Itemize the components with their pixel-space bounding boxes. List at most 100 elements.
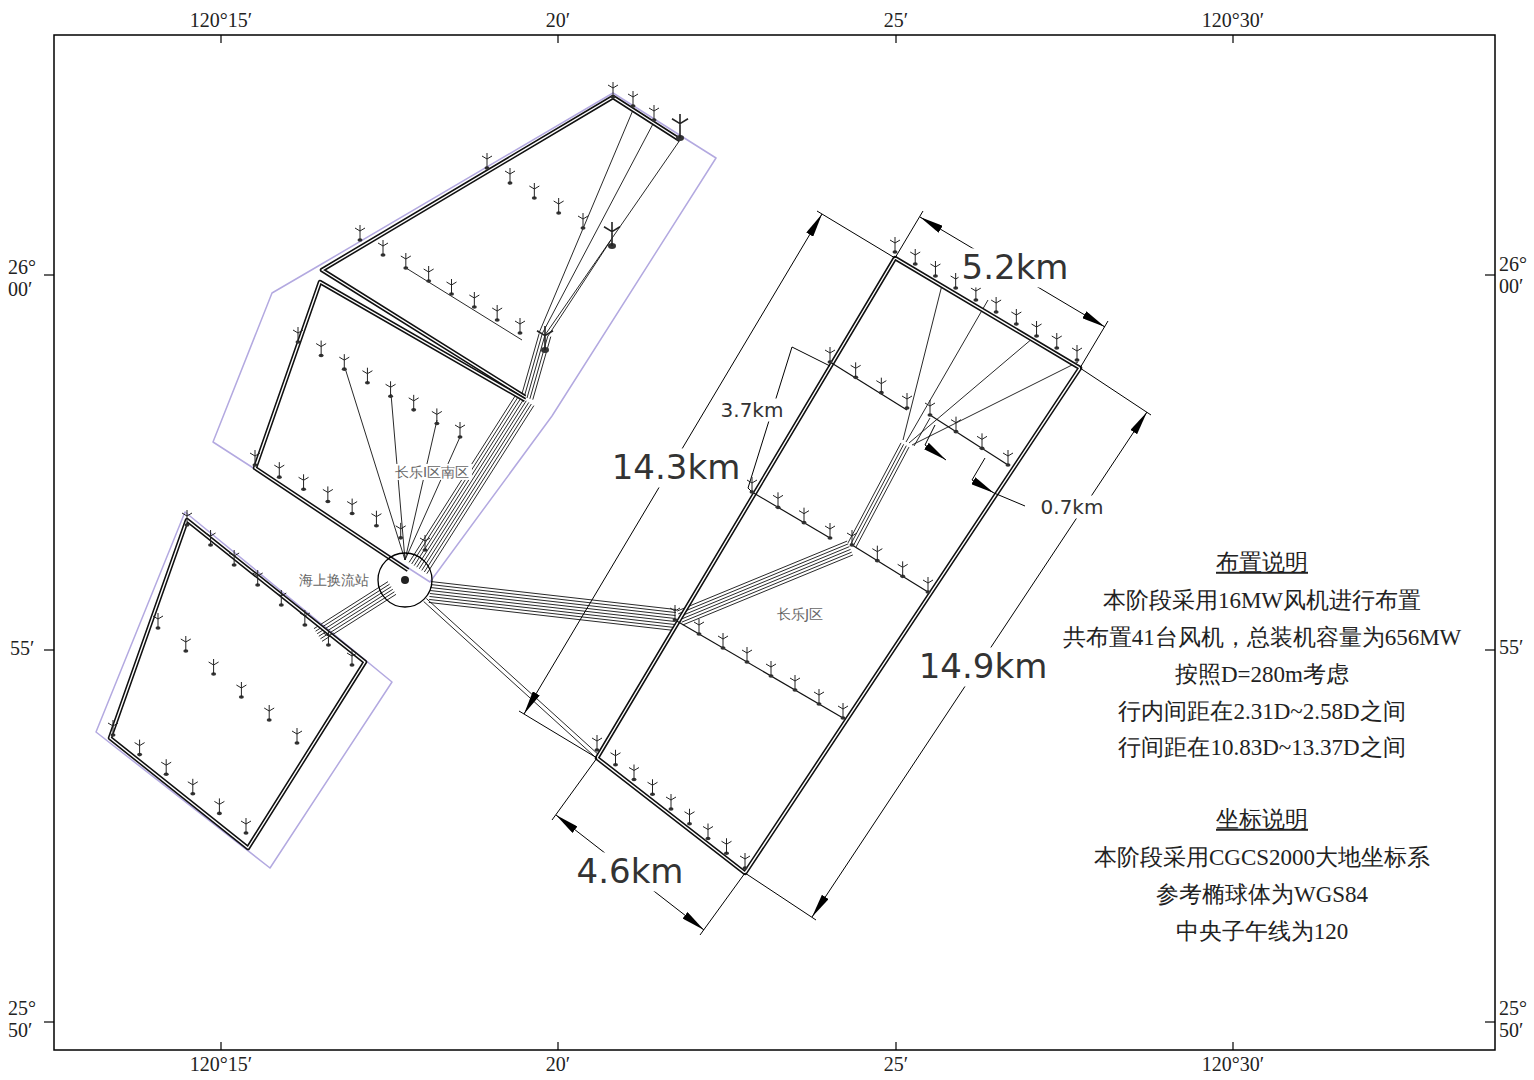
submarine-cable <box>906 300 988 442</box>
wind-turbine <box>482 153 492 170</box>
wind-turbine <box>293 327 303 344</box>
wind-turbine <box>825 523 835 540</box>
turbine-symbol <box>482 153 492 168</box>
turbine-symbol <box>951 417 961 432</box>
turbine-symbol <box>432 408 442 423</box>
wind-turbine <box>991 297 1001 314</box>
coordinate-label: 25′ <box>884 9 908 32</box>
wind-turbine <box>1003 450 1013 467</box>
graticule-tick <box>1485 274 1495 275</box>
extension-line <box>745 873 816 920</box>
submarine-cable <box>848 443 901 543</box>
wind-turbine <box>323 486 333 503</box>
note-text: 本阶段采用16MW风机进行布置 <box>1103 588 1421 614</box>
wind-turbine <box>628 91 638 108</box>
wind-turbine <box>264 705 274 722</box>
turbine-symbol <box>299 474 309 489</box>
wind-turbine <box>1072 345 1082 362</box>
turbine-symbol <box>554 198 564 213</box>
turbine-symbol <box>604 222 620 246</box>
station-name: 海上换流站 <box>297 572 371 589</box>
submarine-cable <box>431 585 676 613</box>
submarine-cable <box>319 589 393 636</box>
wind-turbine <box>378 240 388 257</box>
note-text: 中央子午线为120 <box>1176 919 1349 945</box>
wind-turbine <box>718 633 728 650</box>
turbine-row-line <box>830 362 907 410</box>
coordinate-label: 26° 00′ <box>8 256 42 300</box>
submarine-cable <box>424 601 596 757</box>
note-text: 按照D=280m考虑 <box>1175 662 1349 688</box>
turbine-symbol <box>378 240 388 255</box>
dimension-label: 14.3km <box>609 448 744 487</box>
turbine-symbol <box>1052 333 1062 348</box>
wind-turbine <box>898 561 908 578</box>
turbine-symbol <box>847 530 857 545</box>
note-text: 本阶段采用CGCS2000大地坐标系 <box>1094 845 1430 871</box>
wind-turbine <box>537 326 553 353</box>
submarine-cable <box>851 444 904 544</box>
site-boundary <box>213 93 716 582</box>
dimension-line <box>920 217 1105 327</box>
wind-turbine <box>316 341 326 358</box>
turbine-symbol <box>537 326 553 350</box>
turbine-symbol <box>214 798 224 813</box>
submarine-cable <box>424 404 531 572</box>
graticule-tick <box>1485 649 1495 650</box>
wind-turbine <box>592 735 602 752</box>
turbine-symbol <box>447 279 457 294</box>
turbine-symbol <box>323 630 333 645</box>
coordinate-label: 20′ <box>546 9 570 32</box>
wind-turbine <box>1032 321 1042 338</box>
turbine-symbol <box>685 809 695 824</box>
submarine-cable <box>545 140 680 335</box>
turbine-symbol <box>910 249 920 264</box>
turbine-symbol <box>991 297 1001 312</box>
wind-turbine <box>347 499 357 516</box>
region-boundary <box>322 97 680 397</box>
graticule-tick <box>44 649 54 650</box>
wind-turbine <box>766 661 776 678</box>
turbine-symbol <box>825 347 835 362</box>
wind-turbine <box>206 530 216 547</box>
map-frame <box>54 35 1495 1050</box>
wind-turbine <box>371 511 381 528</box>
wind-turbine <box>181 636 191 653</box>
zone-name: 长乐I区南区 <box>392 464 472 480</box>
turbine-symbol <box>253 570 263 585</box>
graticule-tick <box>895 1042 896 1050</box>
note-text: 行内间距在2.31D~2.58D之间 <box>1118 699 1405 725</box>
wind-turbine <box>666 794 676 811</box>
dimension-line <box>556 815 704 930</box>
graticule-tick <box>44 1021 54 1022</box>
wind-turbine <box>923 577 933 594</box>
wind-turbine <box>1052 333 1062 350</box>
turbine-symbol <box>592 735 602 750</box>
turbine-symbol <box>876 378 886 393</box>
submarine-cable <box>429 599 674 627</box>
turbine-symbol <box>1011 309 1021 324</box>
note-text: 共布置41台风机，总装机容量为656MW <box>1063 625 1462 651</box>
turbine-symbol <box>747 477 757 492</box>
wind-turbine <box>685 809 695 826</box>
turbine-symbol <box>182 510 192 525</box>
wind-turbine <box>188 779 198 796</box>
submarine-cable <box>417 399 524 567</box>
station-symbol <box>375 550 435 610</box>
wind-turbine <box>292 728 302 745</box>
turbine-symbol <box>492 305 502 320</box>
wind-turbine <box>409 395 419 412</box>
wind-turbine <box>505 168 515 185</box>
submarine-cable <box>542 122 654 334</box>
wind-turbine <box>814 689 824 706</box>
wind-turbine <box>432 408 442 425</box>
turbine-symbol <box>766 661 776 676</box>
wind-turbine <box>847 530 857 547</box>
coordinate-label: 120°15′ <box>190 9 252 32</box>
turbine-symbol <box>923 577 933 592</box>
turbine-symbol <box>902 393 912 408</box>
wind-turbine <box>825 347 835 364</box>
wind-turbine <box>355 225 365 242</box>
extension-line <box>519 711 597 758</box>
turbine-symbol <box>611 750 621 765</box>
